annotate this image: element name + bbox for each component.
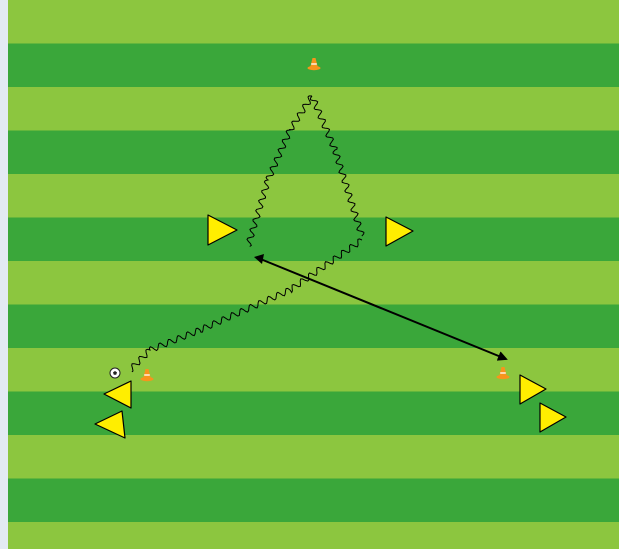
pitch-stripe: [8, 87, 619, 131]
pitch-stripe: [8, 479, 619, 523]
pitch-stripe: [8, 305, 619, 349]
pitch-stripe: [8, 435, 619, 479]
pitch-stripe: [8, 131, 619, 175]
pitch-stripe: [8, 261, 619, 305]
pitch-stripe: [8, 522, 619, 549]
pitch-stripe: [8, 174, 619, 218]
pitch-stripe: [8, 218, 619, 262]
soccer-ball-icon: [110, 368, 120, 378]
pitch-stripe: [8, 0, 619, 44]
